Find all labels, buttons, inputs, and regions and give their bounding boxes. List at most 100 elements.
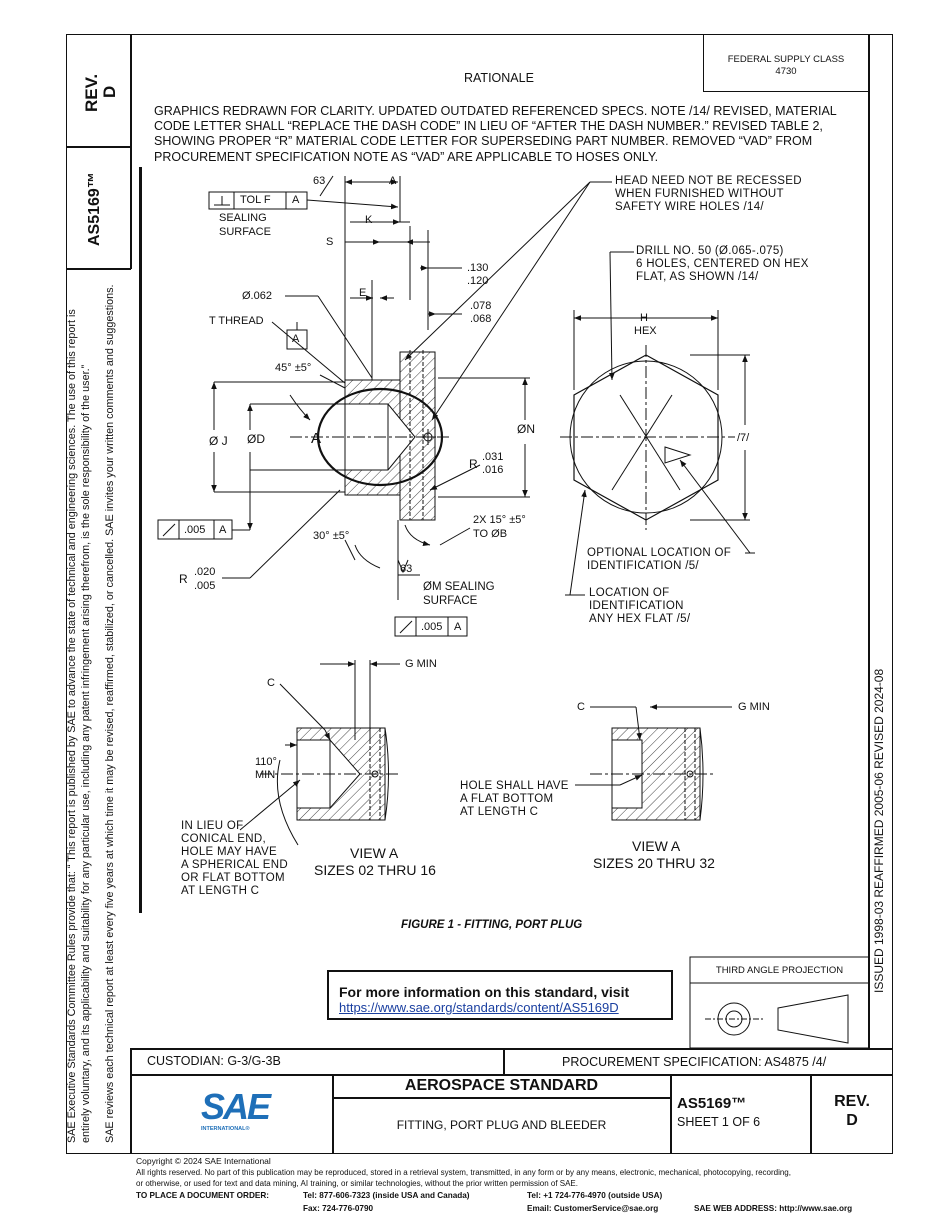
- doc-number: AS5169™: [677, 1095, 747, 1112]
- procurement-spec: PROCUREMENT SPECIFICATION: AS4875 /4/: [562, 1055, 827, 1069]
- hole-shall-1: HOLE SHALL HAVE: [460, 780, 569, 792]
- rev-side-label: REV.: [82, 73, 101, 112]
- aerospace-standard: AEROSPACE STANDARD: [404, 1077, 599, 1094]
- in-lieu-3: HOLE MAY HAVE: [181, 846, 277, 858]
- drill-note-2: 6 HOLES, CENTERED ON HEX: [636, 258, 809, 270]
- dim-63-bottom: 63: [400, 563, 413, 575]
- change-bar: [139, 167, 142, 913]
- order-tel-outside: Tel: +1 724-776-4970 (outside USA): [527, 1191, 663, 1200]
- copyright: Copyright © 2024 SAE International: [136, 1156, 271, 1166]
- loc-id-2: IDENTIFICATION: [589, 600, 684, 612]
- dim-068: .068: [470, 313, 492, 325]
- tol-f-datum: A: [292, 194, 300, 206]
- order-fax: Fax: 724-776-0790: [303, 1204, 374, 1213]
- right-column-divider: [868, 34, 870, 1048]
- order-label: TO PLACE A DOCUMENT ORDER:: [136, 1191, 269, 1200]
- dim-120: .120: [467, 275, 489, 287]
- dim-130: .130: [467, 262, 489, 274]
- title-block-top-line: [130, 1048, 893, 1050]
- in-lieu-2: CONICAL END,: [181, 833, 266, 845]
- dim-s: S: [326, 236, 334, 248]
- federal-supply-line1: FEDERAL SUPPLY CLASS: [727, 54, 845, 65]
- t-thread: T THREAD: [209, 315, 264, 327]
- side-notice-1: SAE Executive Standards Committee Rules …: [66, 309, 78, 1143]
- info-box: For more information on this standard, v…: [327, 970, 673, 1020]
- dim-016: .016: [482, 464, 504, 476]
- doc-side-number: AS5169™: [86, 172, 103, 246]
- dim-63-top: 63: [313, 175, 326, 187]
- rev-divider: [810, 1074, 812, 1154]
- loc-id-1: LOCATION OF: [589, 587, 670, 599]
- opt-loc-1: OPTIONAL LOCATION OF: [587, 547, 732, 559]
- fcf-bottom-value: .005: [421, 621, 443, 633]
- title-block-mid-line: [130, 1074, 893, 1076]
- federal-supply-line2: 4730: [775, 66, 797, 77]
- hole-shall-3: AT LENGTH C: [460, 806, 539, 818]
- info-heading: For more information on this standard, v…: [339, 984, 630, 1000]
- angle-15-2: TO ØB: [473, 528, 508, 540]
- sae-logo-sub: INTERNATIONAL®: [201, 1126, 250, 1132]
- in-lieu-1: IN LIEU OF: [181, 820, 244, 832]
- title-block-left-line: [130, 1048, 132, 1154]
- dim-k: K: [365, 214, 373, 226]
- dim-e: E: [359, 287, 367, 299]
- view-a-2-title: VIEW A: [632, 838, 681, 854]
- side-notice-2: entirely voluntary, and its applicabilit…: [80, 364, 92, 1143]
- rev-side-value: D: [100, 85, 119, 98]
- hex-h: H: [640, 312, 648, 324]
- g-min-2: G MIN: [738, 701, 770, 713]
- angle-110: 110°: [255, 756, 277, 768]
- c-label-2: C: [577, 701, 585, 713]
- third-angle-label: THIRD ANGLE PROJECTION: [715, 965, 844, 976]
- angle-45: 45° ±5°: [275, 362, 312, 374]
- dim-078: .078: [470, 300, 492, 312]
- dim-031: .031: [482, 451, 504, 463]
- rights-1: All rights reserved. No part of this pub…: [136, 1168, 791, 1177]
- sae-logo: SAE: [201, 1086, 271, 1127]
- rationale-title: RATIONALE: [464, 71, 534, 85]
- standard-link[interactable]: https://www.sae.org/standards/content/AS…: [339, 1000, 619, 1015]
- page-frame: [66, 34, 893, 1154]
- dia-j: Ø J: [209, 434, 228, 448]
- side-notice-3: SAE reviews each technical report at lea…: [104, 284, 116, 1143]
- order-tel-us: Tel: 877-606-7323 (inside USA and Canada…: [303, 1191, 470, 1200]
- dia-m-2: SURFACE: [423, 595, 478, 607]
- order-web[interactable]: SAE WEB ADDRESS: http://www.sae.org: [694, 1204, 853, 1213]
- view-a-1-sizes: SIZES 02 THRU 16: [314, 862, 436, 878]
- dia-n: ØN: [517, 422, 535, 436]
- angle-110-min: MIN: [255, 769, 276, 781]
- view-a-2-sizes: SIZES 20 THRU 32: [593, 855, 715, 871]
- left-column-divider: [130, 34, 132, 269]
- radius-r: R: [469, 457, 478, 471]
- dates-side: ISSUED 1998-03 REAFFIRMED 2005-06 REVISE…: [872, 668, 886, 993]
- federal-supply-box: [703, 34, 869, 92]
- fcf-left-datum: A: [219, 524, 227, 536]
- view-a-1-title: VIEW A: [350, 845, 399, 861]
- view-a-callout: A: [311, 430, 322, 447]
- dim-005: .005: [194, 580, 216, 592]
- head-note-2: WHEN FURNISHED WITHOUT: [615, 188, 784, 200]
- dim-7: /7/: [737, 432, 750, 444]
- dia-062: Ø.062: [242, 290, 272, 302]
- sealing-surface-1: SEALING: [219, 212, 267, 224]
- figure-caption: FIGURE 1 - FITTING, PORT PLUG: [401, 919, 583, 931]
- fcf-left-value: .005: [184, 524, 206, 536]
- rights-2: or otherwise, or used for text and data …: [136, 1179, 578, 1188]
- in-lieu-4: A SPHERICAL END: [181, 859, 288, 871]
- head-note-1: HEAD NEED NOT BE RECESSED: [615, 175, 802, 187]
- loc-id-3: ANY HEX FLAT /5/: [589, 613, 691, 625]
- head-note-3: SAFETY WIRE HOLES /14/: [615, 201, 764, 213]
- opt-loc-2: IDENTIFICATION /5/: [587, 560, 699, 572]
- dia-m-1: ØM SEALING: [423, 581, 495, 593]
- order-email[interactable]: Email: CustomerService@sae.org: [527, 1204, 659, 1213]
- rev-box-divider: [66, 146, 131, 148]
- custodian: CUSTODIAN: G-3/G-3B: [147, 1054, 281, 1068]
- rationale-text: GRAPHICS REDRAWN FOR CLARITY. UPDATED OU…: [154, 104, 837, 164]
- dim-a: A: [389, 175, 397, 187]
- rev-bottom-label: REV.: [834, 1093, 870, 1110]
- aero-underline: [332, 1097, 671, 1099]
- sheet-number: SHEET 1 OF 6: [677, 1115, 761, 1129]
- in-lieu-5: OR FLAT BOTTOM: [181, 872, 285, 884]
- datum-a-box: A: [292, 333, 300, 345]
- hole-shall-2: A FLAT BOTTOM: [460, 793, 554, 805]
